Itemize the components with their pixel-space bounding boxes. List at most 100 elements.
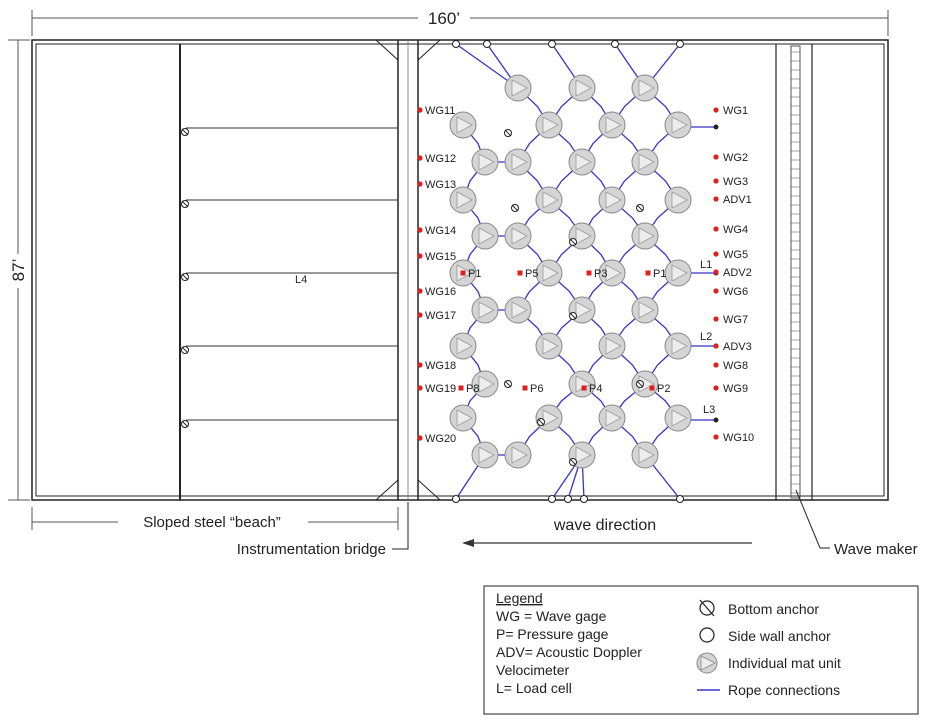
load-cell-dot bbox=[713, 417, 719, 423]
legend: Legend WG = Wave gage P= Pressure gage A… bbox=[483, 585, 919, 715]
bottom-anchor-icon bbox=[504, 129, 512, 137]
mat-unit bbox=[664, 111, 692, 139]
beach-label: Sloped steel “beach” bbox=[143, 514, 281, 531]
mat-unit bbox=[449, 332, 477, 360]
width-label: 87’ bbox=[9, 259, 28, 282]
wave-gage-label: WG18 bbox=[425, 360, 456, 372]
bottom-anchor-icon bbox=[181, 200, 189, 208]
side-wall-anchor-icon bbox=[580, 495, 588, 503]
instrument-dot bbox=[713, 154, 719, 160]
mat-unit bbox=[664, 186, 692, 214]
bottom-anchor-icon bbox=[699, 599, 715, 617]
instrument-label: WG3 bbox=[723, 176, 748, 188]
instrument-label: WG5 bbox=[723, 249, 748, 261]
bottom-anchor-icon bbox=[181, 128, 189, 136]
instrument-dot bbox=[713, 178, 719, 184]
wave-gage-label: WG16 bbox=[425, 286, 456, 298]
instrument-dot bbox=[713, 251, 719, 257]
mat-unit bbox=[598, 186, 626, 214]
width-dimension: 87’ bbox=[6, 39, 30, 501]
pressure-gage-label: P6 bbox=[530, 383, 543, 395]
wave-gage-dot bbox=[417, 155, 423, 161]
length-dimension: 160’ bbox=[31, 6, 889, 36]
pressure-gage-marker bbox=[458, 385, 464, 391]
pressure-gage-label: P8 bbox=[466, 383, 479, 395]
legend-def-l: L= Load cell bbox=[496, 680, 572, 696]
mat-unit bbox=[449, 404, 477, 432]
wave-gage-dot bbox=[417, 312, 423, 318]
wave-gage-dot bbox=[417, 181, 423, 187]
wave-gage-dot bbox=[417, 288, 423, 294]
wave-maker bbox=[775, 44, 813, 500]
wave-gage-dot bbox=[417, 362, 423, 368]
mat-unit bbox=[504, 222, 532, 250]
pressure-gage-label: P4 bbox=[589, 383, 602, 395]
bottom-anchor-icon bbox=[636, 204, 644, 212]
side-wall-anchor-icon bbox=[548, 495, 556, 503]
legend-def-adv: ADV= Acoustic Doppler bbox=[496, 644, 642, 660]
wave-gage-label: WG15 bbox=[425, 251, 456, 263]
legend-rope: Rope connections bbox=[728, 682, 840, 698]
mat-unit bbox=[598, 111, 626, 139]
mat-unit bbox=[568, 148, 596, 176]
mat-unit-icon bbox=[696, 652, 718, 674]
wave-maker-callout: Wave maker bbox=[795, 489, 918, 558]
arrow-left-icon bbox=[462, 539, 474, 547]
load-cell-dot bbox=[713, 124, 719, 130]
instrument-dot bbox=[713, 107, 719, 113]
length-label: 160’ bbox=[428, 9, 460, 28]
side-wall-anchor-icon bbox=[699, 627, 715, 643]
side-wall-anchor-icon bbox=[676, 495, 684, 503]
pressure-gage-marker bbox=[522, 385, 528, 391]
instrument-label: WG6 bbox=[723, 286, 748, 298]
pressure-gage-marker bbox=[586, 270, 592, 276]
mat-unit bbox=[631, 148, 659, 176]
instrument-dot bbox=[713, 316, 719, 322]
mat-unit bbox=[598, 404, 626, 432]
mat-unit bbox=[535, 111, 563, 139]
legend-bottom-anchor: Bottom anchor bbox=[728, 601, 819, 617]
wave-maker-label: Wave maker bbox=[834, 541, 918, 558]
mat-unit bbox=[664, 404, 692, 432]
mat-unit bbox=[471, 441, 499, 469]
side-wall-anchor-icon bbox=[676, 40, 684, 48]
wave-gage-dot bbox=[417, 385, 423, 391]
wave-gage-dot bbox=[417, 107, 423, 113]
wave-gage-label: WG19 bbox=[425, 383, 456, 395]
pressure-gage-marker bbox=[581, 385, 587, 391]
legend-side-wall-anchor: Side wall anchor bbox=[728, 628, 831, 644]
mat-unit bbox=[504, 296, 532, 324]
bottom-anchor-icon bbox=[181, 420, 189, 428]
mat-unit bbox=[631, 74, 659, 102]
beach-dimension: Sloped steel “beach” bbox=[31, 507, 399, 532]
bridge-callout: Instrumentation bridge bbox=[237, 502, 409, 558]
instrument-dot bbox=[713, 434, 719, 440]
mat-unit bbox=[664, 332, 692, 360]
mat-unit bbox=[471, 296, 499, 324]
side-wall-anchor-icon bbox=[452, 40, 460, 48]
legend-mat-unit: Individual mat unit bbox=[728, 655, 841, 671]
instrument-label: L1 bbox=[700, 259, 712, 271]
mat-unit bbox=[631, 296, 659, 324]
mat-unit bbox=[449, 111, 477, 139]
mooring-lines bbox=[181, 127, 398, 428]
pressure-gage-label: P5 bbox=[525, 268, 538, 280]
mat-unit bbox=[504, 74, 532, 102]
instrument-label: ADV2 bbox=[723, 267, 752, 279]
wave-gage-label: WG17 bbox=[425, 310, 456, 322]
instrument-label: WG9 bbox=[723, 383, 748, 395]
bottom-anchor-icon bbox=[181, 273, 189, 281]
legend-def-wg: WG = Wave gage bbox=[496, 608, 607, 624]
instrument-dot bbox=[713, 343, 719, 349]
mat-unit bbox=[598, 259, 626, 287]
pressure-gage-marker bbox=[649, 385, 655, 391]
instrumentation-bridge bbox=[375, 39, 441, 501]
mat-unit bbox=[449, 186, 477, 214]
instrument-dot bbox=[713, 385, 719, 391]
wave-gage-label: WG20 bbox=[425, 433, 456, 445]
instrument-label: L3 bbox=[703, 404, 715, 416]
wave-direction-label: wave direction bbox=[553, 517, 656, 534]
wave-gage-dot bbox=[417, 435, 423, 441]
side-wall-anchor-icon bbox=[452, 495, 460, 503]
pressure-gage-label: P1 bbox=[653, 268, 666, 280]
